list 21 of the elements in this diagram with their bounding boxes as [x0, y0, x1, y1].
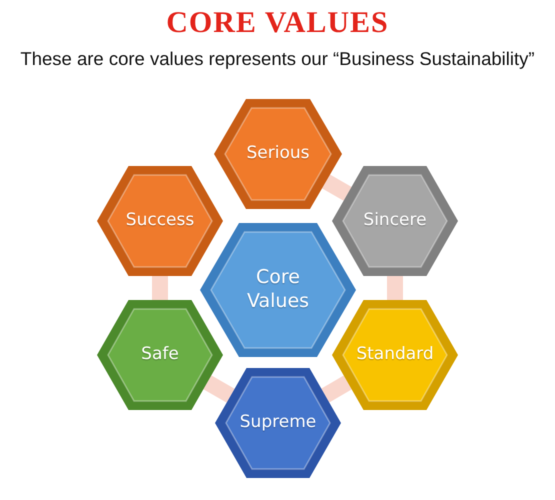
connector-band — [321, 376, 352, 402]
hexagon-label: Standard — [356, 344, 434, 366]
subtitle: These are core values represents our “Business Sustainability” — [20, 48, 535, 69]
hexagon-label: Safe — [141, 344, 179, 366]
connector-band — [152, 276, 168, 300]
title: CORE VALUES — [166, 6, 389, 39]
connector-band — [322, 174, 352, 201]
hexagon — [200, 223, 356, 357]
hexagon-label: Success — [126, 210, 194, 232]
hexagon-label: Supreme — [240, 412, 316, 434]
connector-band — [387, 276, 403, 300]
hexagon — [332, 166, 458, 276]
hexagon — [97, 300, 223, 410]
hexagon — [215, 368, 341, 478]
hexagon — [97, 166, 223, 276]
hexagon-label: Serious — [246, 143, 310, 165]
hexagon-label: Core Values — [246, 266, 310, 314]
hexagon — [332, 300, 458, 410]
hexagon — [214, 99, 342, 209]
connector-band — [203, 375, 235, 403]
hexagon-label: Sincere — [363, 210, 427, 232]
